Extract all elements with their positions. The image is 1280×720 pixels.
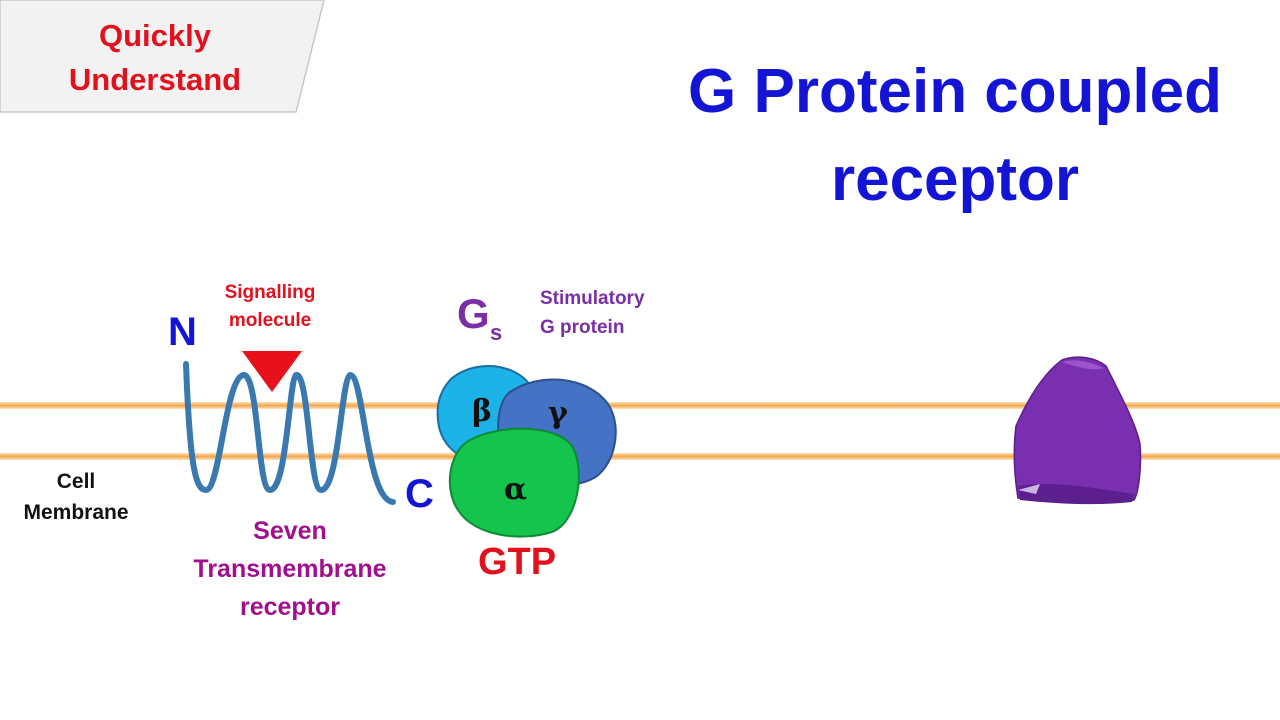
stimulatory-g-protein-label: Stimulatory G protein — [540, 284, 645, 342]
signalling-line-2: molecule — [228, 310, 312, 331]
page-title: G Protein coupled receptor — [660, 48, 1250, 224]
n-terminus-label: N — [168, 310, 197, 354]
gtp-label: GTP — [478, 541, 557, 583]
quickly-understand-badge: Quickly Understand — [0, 0, 330, 114]
signalling-line-1: Signalling — [224, 282, 316, 303]
alpha-subunit — [448, 427, 580, 538]
seven-transmembrane-label: Seven Transmembrane receptor — [170, 512, 410, 626]
gs-label: G — [457, 290, 490, 337]
badge-line-1: Quickly — [99, 18, 211, 53]
cell-membrane-line-1: Cell — [56, 470, 96, 493]
receptor-line-3: receptor — [239, 593, 341, 621]
receptor-line-2: Transmembrane — [193, 555, 387, 583]
gs-subscript: s — [490, 320, 503, 345]
title-line-1: G Protein coupled — [688, 57, 1222, 126]
stimulatory-line-2: G protein — [540, 317, 625, 338]
beta-label: β — [472, 394, 492, 429]
alpha-label: α — [504, 472, 528, 507]
cell-membrane-line-2: Membrane — [23, 501, 129, 524]
effector-protein — [1013, 356, 1142, 505]
gamma-label: γ — [548, 396, 568, 431]
stimulatory-line-1: Stimulatory — [540, 288, 645, 309]
receptor-line-1: Seven — [253, 517, 327, 545]
seven-transmembrane-helix — [183, 361, 396, 505]
signalling-molecule-triangle — [242, 351, 302, 392]
title-line-2: receptor — [830, 145, 1080, 214]
badge-line-2: Understand — [68, 62, 242, 97]
badge-background — [0, 0, 325, 113]
membrane-inner-line — [0, 453, 1280, 460]
badge-text: Quickly Understand — [0, 14, 310, 102]
c-terminus-label: C — [405, 472, 434, 516]
cell-membrane-label: Cell Membrane — [8, 466, 144, 528]
signalling-molecule-label: Signalling molecule — [212, 279, 328, 335]
membrane-outer-line — [0, 402, 1280, 409]
